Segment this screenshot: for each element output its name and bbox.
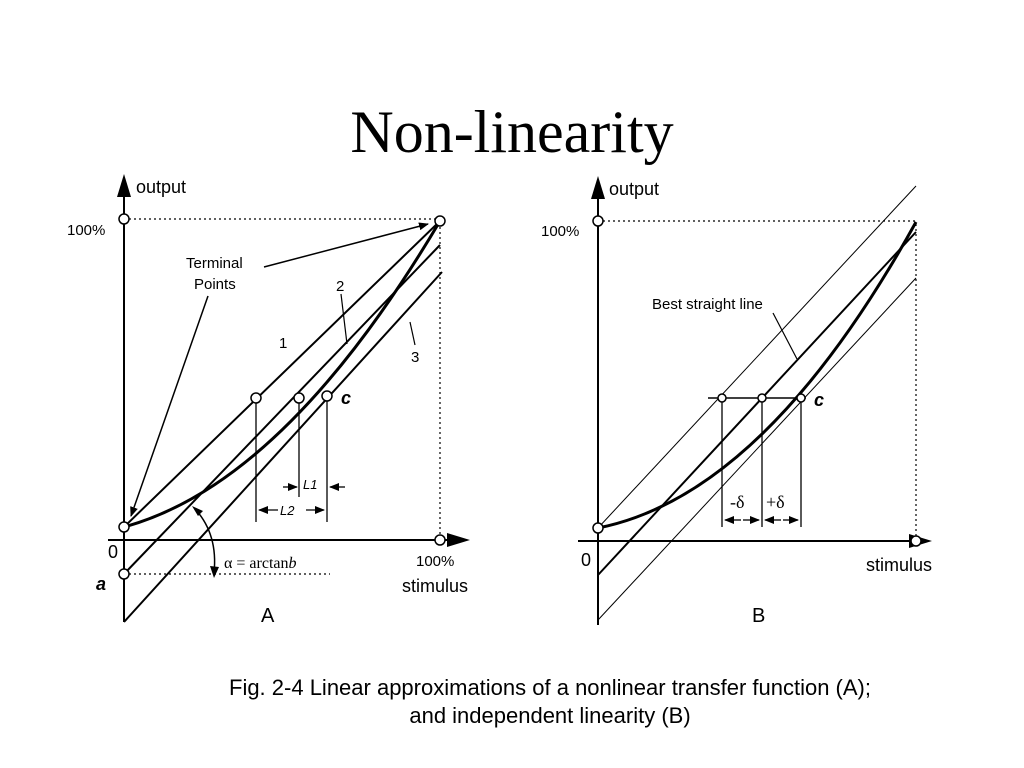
panel-a-y100-label: 100% [67, 222, 105, 239]
figure-caption-line-2: and independent linearity (B) [409, 703, 691, 728]
panel-b-best-line [597, 231, 917, 576]
panel-a-line-3 [123, 271, 443, 623]
panel-b: -δ +δ output 100% 0 stimulus Best straig… [541, 176, 932, 627]
panel-a-alpha-label: α = arctanb [224, 555, 296, 572]
panel-a-y-arrowhead [117, 174, 131, 197]
panel-a-line-2-label: 2 [336, 278, 344, 295]
panel-b-upper-bound [597, 185, 917, 529]
panel-a-transfer-curve [123, 220, 442, 529]
panel-a-y-axis-label: output [136, 177, 186, 197]
figure-caption-line-1: Fig. 2-4 Linear approximations of a nonl… [229, 675, 871, 700]
panel-a-x100-point [434, 534, 446, 546]
panel-a: L1 L2 output 100% 0 a 100% stimulus Term… [67, 174, 470, 627]
panel-b-best-line-label: Best straight line [652, 296, 763, 313]
panel-a-line2-point [293, 392, 305, 404]
panel-a-line-3-label: 3 [411, 349, 419, 366]
panel-b-y100-label: 100% [541, 223, 579, 240]
panel-a-line1-point [250, 392, 262, 404]
panel-b-y-axis-label: output [609, 179, 659, 199]
panel-a-letter: A [261, 605, 275, 627]
panel-a-line-1-label: 1 [279, 335, 287, 352]
panel-a-terminal-point-top [434, 215, 446, 227]
panel-a-a-point [118, 568, 130, 580]
panel-a-intercept-label: a [96, 574, 106, 594]
panel-b-x100-point [910, 535, 922, 547]
panel-b-x-axis-label: stimulus [866, 555, 932, 575]
panel-a-origin-label: 0 [108, 542, 118, 562]
panel-a-line-1 [123, 220, 441, 528]
panel-a-x100-label: 100% [416, 553, 454, 570]
panel-a-terminal-point-origin [118, 521, 130, 533]
panel-a-c-label: c [341, 388, 351, 408]
panel-b-minus-delta: -δ [730, 492, 744, 512]
panel-a-terminal-label-1: Terminal [186, 255, 243, 272]
panel-a-y100-point [118, 213, 130, 225]
panel-b-transfer-curve [597, 221, 918, 530]
slide-title: Non-linearity [350, 99, 674, 165]
panel-b-c-point [796, 393, 806, 403]
panel-b-upper-point [717, 393, 727, 403]
panel-a-l1-label: L1 [303, 477, 317, 492]
panel-b-lower-bound [597, 277, 917, 621]
panel-a-terminal-label-2: Points [194, 276, 236, 293]
panel-a-l2-label: L2 [280, 503, 295, 518]
panel-b-y-arrowhead [591, 176, 605, 199]
panel-a-x-arrowhead [447, 533, 470, 547]
panel-b-letter: B [752, 605, 765, 627]
panel-b-origin-point [592, 522, 604, 534]
panel-b-origin-label: 0 [581, 550, 591, 570]
panel-b-y100-point [592, 215, 604, 227]
panel-b-plus-delta: +δ [766, 492, 785, 512]
panel-b-mid-point [757, 393, 767, 403]
panel-a-x-axis-label: stimulus [402, 576, 468, 596]
panel-b-c-label: c [814, 390, 824, 410]
panel-a-line-2 [123, 244, 441, 575]
panel-a-c-point [321, 390, 333, 402]
